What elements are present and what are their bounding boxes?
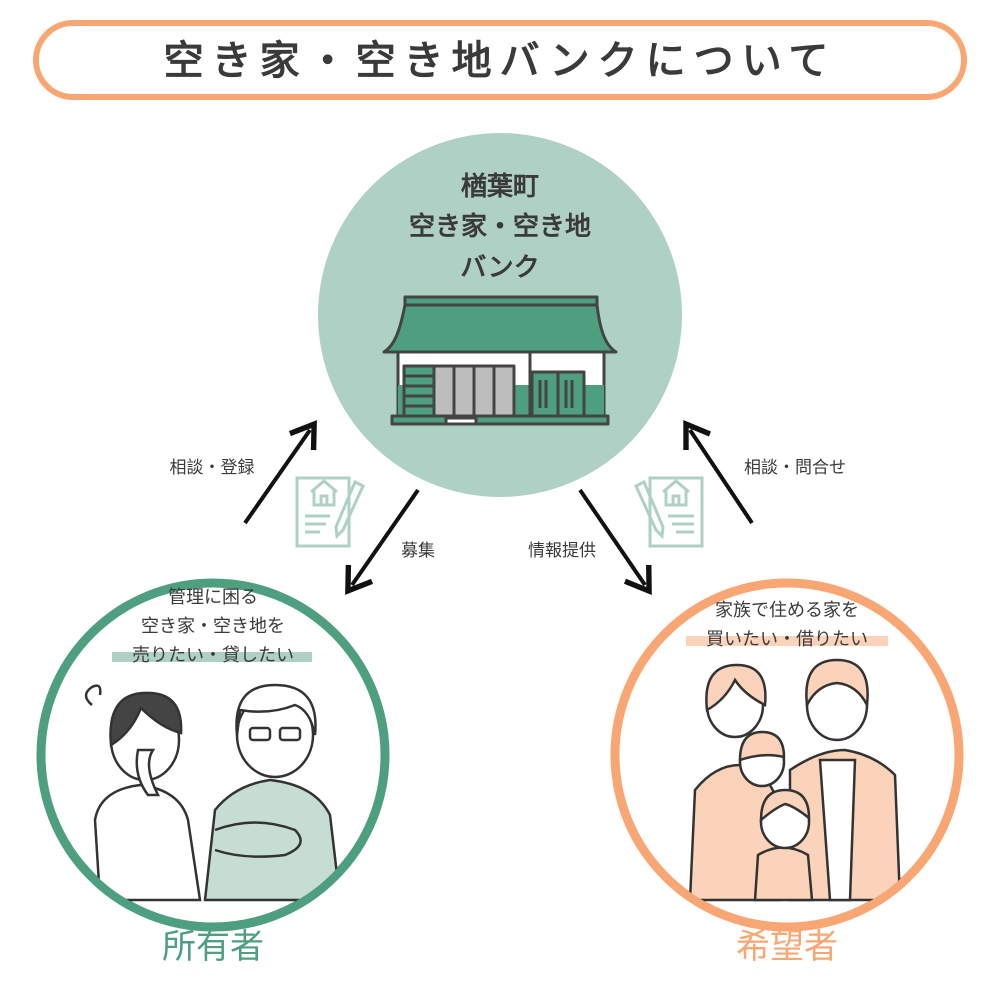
owner-line3: 売りたい・貸したい [132,645,294,666]
bank-name-line2: 空き家・空き地 [409,211,591,242]
arrow-owner-to-bank [243,420,317,525]
page-title: 空き家・空き地バンクについて [164,38,837,84]
seeker-circle: 家族で住める家を 買いたい・借りたい 希望者 [610,578,964,967]
japanese-house-icon [382,295,618,426]
arrow-bank-to-owner [345,488,420,595]
label-consult-register: 相談・登録 [170,458,255,478]
bank-circle: 楢葉町 空き家・空き地 バンク [318,133,682,497]
arrow-seeker-to-bank [683,419,754,525]
label-recruit: 募集 [401,541,435,561]
highlight-underline [112,652,312,662]
owner-label: 所有者 [162,927,264,967]
arrows: 相談・登録 募集 情報提供 相談・問合せ [170,419,846,595]
bank-name-line3: バンク [460,253,539,283]
owner-line1: 管理に困る [168,587,258,608]
document-icon-left [295,476,365,548]
highlight-underline [686,636,888,646]
owner-illustration [84,683,342,902]
bank-name-line1: 楢葉町 [461,172,539,202]
arrow-bank-to-seeker [578,488,652,595]
seeker-label: 希望者 [736,927,838,967]
label-consult-inquiry: 相談・問合せ [744,458,846,478]
owner-line2: 空き家・空き地を [141,616,285,637]
document-icon-right [634,476,704,548]
seeker-line1: 家族で住める家を [715,600,859,621]
owner-circle: 管理に困る 空き家・空き地を 売りたい・貸したい 所有者 [36,578,390,967]
label-info: 情報提供 [528,541,596,561]
seeker-line2: 買いたい・借りたい [706,629,868,650]
family-illustration [688,658,902,902]
title-banner: 空き家・空き地バンクについて [33,20,967,100]
